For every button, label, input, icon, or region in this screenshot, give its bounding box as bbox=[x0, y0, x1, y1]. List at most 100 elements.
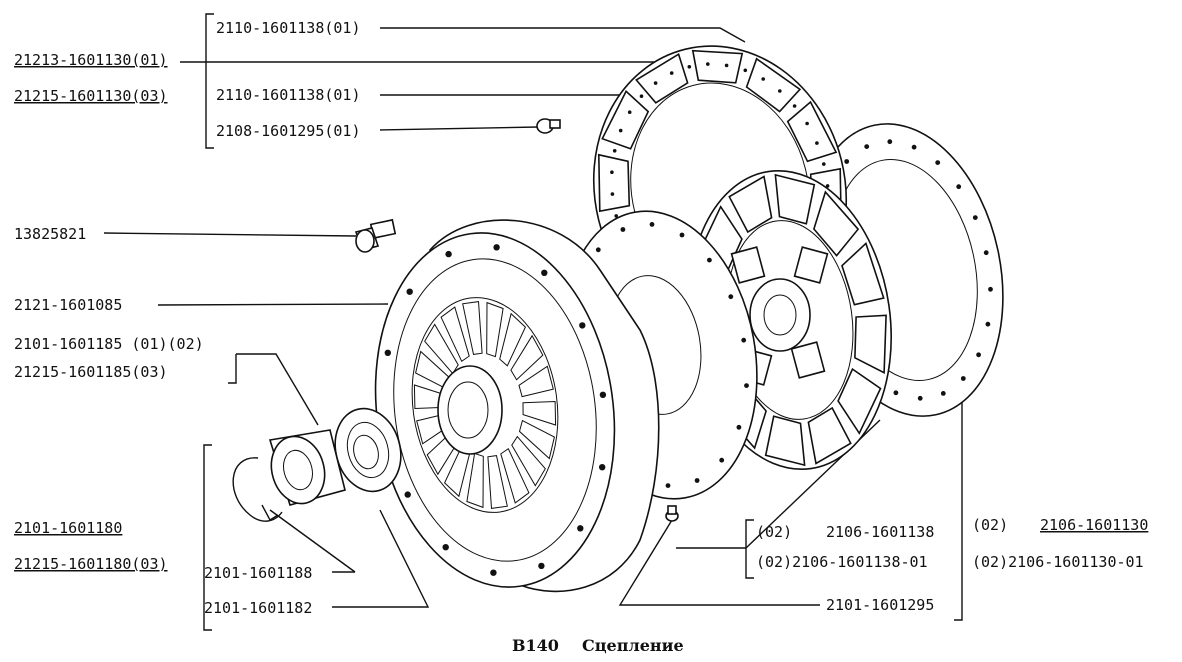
disc-hole bbox=[956, 184, 962, 190]
diaphragm-finger bbox=[487, 455, 508, 509]
rivet-hole bbox=[639, 94, 644, 98]
rivet-hole bbox=[687, 65, 692, 69]
hub-segment bbox=[728, 175, 773, 234]
rivet-hole bbox=[612, 149, 617, 153]
diaphragm-finger bbox=[500, 447, 530, 504]
hub-segment bbox=[774, 173, 816, 225]
label-disc-3b: 2106-1601130 bbox=[1040, 516, 1148, 534]
diaphragm-finger bbox=[522, 400, 557, 426]
disc-hole bbox=[960, 376, 966, 381]
rivet-hole bbox=[653, 81, 658, 85]
cover-hole bbox=[599, 391, 607, 398]
rivet-hole bbox=[706, 62, 710, 66]
hub-segment bbox=[854, 314, 887, 374]
hub-segment bbox=[813, 190, 860, 257]
cover-hole bbox=[577, 525, 584, 532]
label-cover: 2121-1601085 bbox=[14, 296, 122, 314]
cover-hole bbox=[493, 244, 500, 251]
label-bolt: 13825821 bbox=[14, 225, 86, 243]
label-top-3: 2108-1601295(01) bbox=[216, 122, 361, 140]
diaphragm-finger bbox=[499, 312, 527, 367]
disc-hole bbox=[985, 321, 991, 327]
label-disc-1a: (02) bbox=[756, 523, 792, 541]
disc-hole bbox=[744, 383, 749, 388]
friction-segment bbox=[601, 89, 650, 150]
disc-hole bbox=[972, 215, 978, 221]
rivet-hole bbox=[743, 68, 748, 73]
label-spring: 2101-1601188 bbox=[204, 564, 312, 582]
disc-hole bbox=[649, 222, 655, 227]
bolt bbox=[354, 218, 397, 253]
diaphragm-finger bbox=[510, 334, 544, 381]
cover-hole bbox=[541, 269, 548, 276]
rivet-hole bbox=[815, 141, 819, 145]
label-top-2: 2110-1601138(01) bbox=[216, 86, 361, 104]
rivet-hole bbox=[778, 89, 782, 93]
disc-hole bbox=[595, 247, 601, 253]
cover-hole bbox=[490, 569, 497, 576]
hub-segment bbox=[841, 241, 885, 306]
rivet-hole bbox=[792, 104, 797, 108]
disc-hole bbox=[940, 391, 946, 396]
label-sleeve: 2101-1601182 bbox=[204, 599, 312, 617]
rivet-hole bbox=[627, 110, 632, 114]
disc-hole bbox=[741, 337, 747, 343]
diaphragm-finger bbox=[511, 435, 546, 487]
disc-hole bbox=[719, 457, 725, 463]
diaphragm-finger bbox=[518, 365, 554, 398]
disc-hole bbox=[935, 160, 941, 166]
disc-hole bbox=[887, 139, 893, 145]
disc-hole bbox=[728, 294, 734, 300]
hub-segment bbox=[764, 415, 806, 467]
leader-lines bbox=[103, 13, 963, 631]
rivet-hole bbox=[614, 214, 618, 218]
disc-hole bbox=[694, 478, 700, 483]
disc-hole bbox=[844, 159, 850, 164]
cover-hole bbox=[579, 322, 586, 329]
rivet-hole bbox=[825, 184, 830, 188]
label-left-2: 21215-1601130(03) bbox=[14, 87, 168, 105]
retaining-spring bbox=[232, 457, 283, 522]
bearing-sleeve bbox=[268, 429, 346, 506]
label-bearing-2: 21215-1601180(03) bbox=[14, 555, 168, 573]
screw bbox=[536, 118, 561, 134]
disc-hole bbox=[893, 390, 899, 396]
diaphragm-finger bbox=[440, 306, 470, 363]
rivet-hole bbox=[724, 63, 729, 68]
diaphragm-finger bbox=[466, 452, 484, 509]
rivet-hole bbox=[822, 162, 826, 166]
label-disc-3a: (02) bbox=[972, 516, 1008, 534]
disc-hole bbox=[976, 352, 981, 358]
label-disc-1b: 2106-1601138 bbox=[826, 523, 934, 541]
disc-hole bbox=[917, 395, 923, 401]
cover-hole bbox=[445, 250, 452, 258]
cover-hole bbox=[442, 544, 449, 551]
figure-title: В140 Сцепление bbox=[512, 636, 684, 655]
diaphragm-finger bbox=[518, 419, 555, 460]
disc-hole bbox=[988, 286, 993, 292]
label-bearing-1: 2101-1601180 bbox=[14, 519, 122, 537]
disc-hole bbox=[665, 483, 671, 488]
label-fork-2: 21215-1601185(03) bbox=[14, 363, 168, 381]
rivet-hole bbox=[610, 192, 615, 196]
cover-hole bbox=[406, 288, 413, 295]
cover-hole bbox=[384, 349, 391, 356]
diaphragm-finger bbox=[486, 301, 504, 358]
disc-hole bbox=[864, 144, 870, 150]
disc-hole bbox=[911, 144, 917, 150]
label-rivet: 2101-1601295 bbox=[826, 596, 934, 614]
friction-segment bbox=[635, 52, 689, 104]
diaphragm-finger bbox=[424, 323, 459, 375]
rivet-hole bbox=[761, 77, 765, 81]
label-disc-4: (02)2106-1601130-01 bbox=[972, 553, 1144, 571]
cover-hole bbox=[404, 491, 411, 498]
disc-hole bbox=[736, 424, 742, 430]
friction-segment bbox=[786, 100, 838, 163]
disc-hole bbox=[620, 227, 626, 232]
rivet bbox=[665, 505, 679, 522]
cover-hole bbox=[538, 562, 545, 570]
labels: 2110-1601138(01) 2110-1601138(01) 2108-1… bbox=[14, 19, 1148, 617]
rivet-hole bbox=[618, 128, 623, 133]
label-left-1: 21213-1601130(01) bbox=[14, 51, 168, 69]
